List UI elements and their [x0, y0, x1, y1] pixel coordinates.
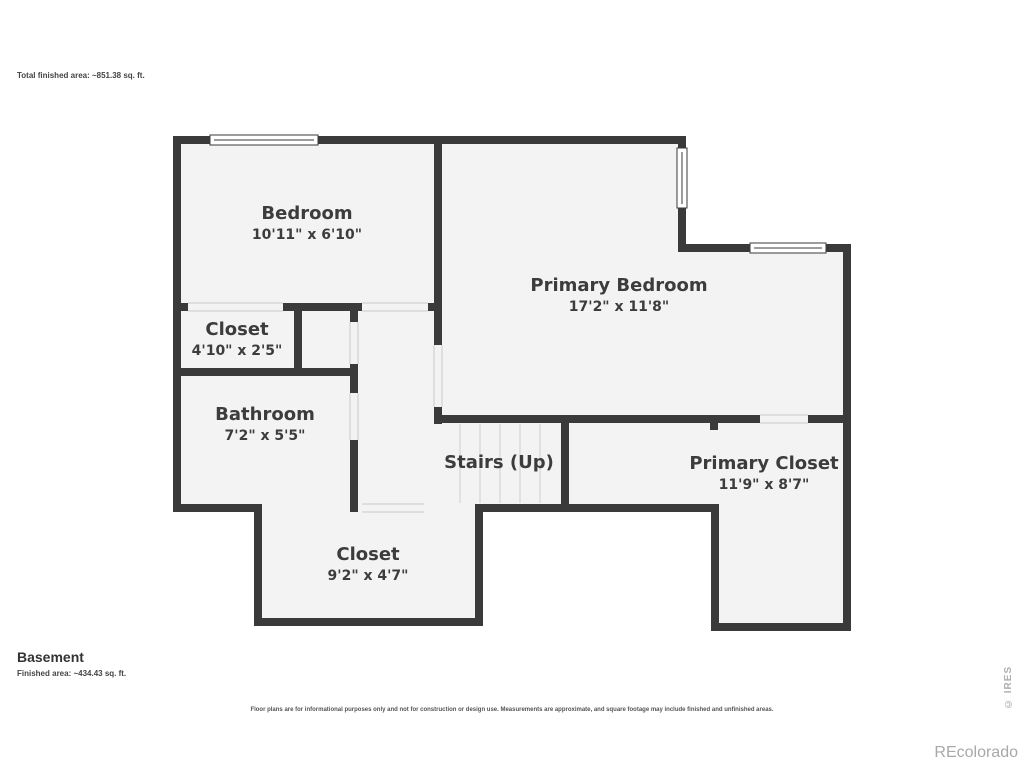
exterior-wall	[173, 136, 851, 631]
primary-bedroom-name: Primary Bedroom	[530, 275, 707, 296]
bedroom-name: Bedroom	[261, 203, 352, 224]
stairs-name: Stairs (Up)	[444, 452, 554, 473]
windows	[209, 134, 827, 254]
door-primary-bedroom	[433, 345, 443, 407]
ires-watermark: © IRES	[1003, 665, 1014, 709]
door-primary-closet	[760, 414, 808, 424]
door-closet-lower	[362, 503, 424, 513]
primary-closet-name: Primary Closet	[689, 453, 839, 474]
window-primary-side	[676, 147, 688, 209]
level-name: Basement	[17, 649, 84, 665]
primary-bedroom-dims: 17'2" x 11'8"	[569, 299, 669, 315]
room-labels: Bedroom 10'11" x 6'10" Closet 4'10" x 2'…	[192, 203, 839, 584]
door-openings	[188, 302, 808, 513]
disclaimer: Floor plans are for informational purpos…	[250, 707, 774, 713]
closet-small-dims: 4'10" x 2'5"	[192, 343, 283, 359]
total-finished-area: Total finished area: ~851.38 sq. ft.	[17, 71, 145, 80]
level-finished-area: Finished area: ~434.43 sq. ft.	[17, 669, 127, 678]
door-bath	[349, 393, 359, 440]
bathroom-name: Bathroom	[215, 404, 315, 425]
window-primary-top	[749, 242, 827, 254]
door-hall-top	[362, 302, 428, 312]
door-edges	[188, 302, 808, 513]
door-hall-left-upper	[349, 322, 359, 364]
closet-lower-dims: 9'2" x 4'7"	[328, 568, 409, 584]
bedroom-dims: 10'11" x 6'10"	[252, 227, 362, 243]
door-closet-small	[188, 302, 283, 312]
stair-treads	[459, 424, 541, 503]
brand-logo: REcolorado	[934, 744, 1018, 761]
closet-small-name: Closet	[205, 319, 269, 340]
bathroom-dims: 7'2" x 5'5"	[225, 428, 306, 444]
window-bedroom	[209, 134, 319, 146]
primary-closet-dims: 11'9" x 8'7"	[719, 477, 810, 493]
closet-lower-name: Closet	[336, 544, 400, 565]
